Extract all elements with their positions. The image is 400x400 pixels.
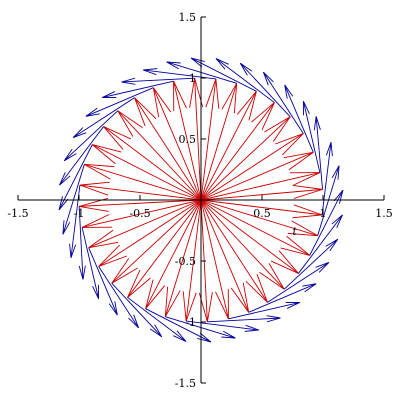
tangent-vector: [267, 262, 330, 303]
y-tick-label: -1: [185, 316, 196, 329]
radial-vector: [164, 199, 202, 317]
radial-vectors: [79, 78, 323, 322]
tangent-vector: [69, 185, 81, 258]
radial-vector: [200, 133, 304, 201]
radial-vector: [200, 172, 321, 201]
radial-vector: [200, 83, 238, 201]
radial-vector: [182, 199, 202, 322]
x-ticks: -1.5 -1 -0.5 0.5 1 1.5: [7, 195, 393, 220]
tangent-vector: [283, 238, 339, 290]
tangent-vector: [102, 80, 174, 99]
tangent-vector: [239, 62, 291, 118]
radial-vector: [200, 116, 291, 201]
tangent-vector: [186, 320, 259, 332]
tangent-vector: [248, 283, 317, 313]
tangent-vector: [309, 189, 344, 256]
tangent-vector: [58, 144, 93, 211]
y-tick-label: 1.5: [179, 11, 197, 24]
radial-vector: [200, 199, 250, 313]
tangent-vector: [127, 297, 187, 342]
radial-vector: [200, 199, 299, 274]
tangent-vectors: [58, 57, 344, 343]
radial-vector: [134, 97, 202, 201]
radial-vector: [103, 126, 202, 201]
tangent-vector: [62, 164, 85, 235]
tangent-vector: [72, 97, 135, 138]
radial-vector: [200, 199, 310, 256]
radial-vector: [200, 199, 268, 303]
tangent-vector: [298, 214, 343, 274]
tangent-vector: [63, 110, 119, 162]
tangent-vector: [88, 247, 118, 316]
tangent-vector: [263, 71, 304, 134]
radial-vector: [92, 144, 202, 201]
tangent-vector: [228, 301, 300, 320]
tangent-vector: [190, 57, 257, 92]
radial-vector: [200, 151, 314, 201]
tangent-vector: [317, 165, 340, 236]
tangent-vector: [321, 142, 333, 215]
radial-vector: [127, 199, 202, 298]
radial-vector: [200, 102, 275, 201]
tangent-vector: [98, 266, 139, 329]
radial-vector: [200, 78, 220, 201]
tangent-vector: [85, 87, 154, 117]
y-tick-label: -1.5: [175, 377, 196, 390]
radial-vector: [117, 110, 202, 201]
radial-vector: [81, 199, 202, 228]
radial-vector: [88, 199, 202, 249]
radial-vector: [200, 199, 323, 219]
tangent-vector: [145, 308, 212, 343]
tangent-vector: [284, 84, 314, 153]
x-tick-label: 0.5: [253, 207, 271, 220]
tangent-vector: [166, 61, 237, 84]
x-tick-label: -0.5: [129, 207, 150, 220]
y-ticks: 1.5 1 0.5 -0.5 -1 -1.5: [175, 11, 206, 390]
radial-vector: [79, 181, 202, 201]
tangent-vector: [313, 116, 323, 190]
radial-vector: [98, 199, 202, 267]
tangent-vector: [78, 206, 86, 280]
tangent-vector: [121, 77, 195, 85]
tangent-vector: [59, 126, 104, 186]
radial-vector: [200, 199, 229, 320]
radial-vector: [152, 87, 202, 201]
axes: -1.5 -1 -0.5 0.5 1 1.5 1.5 1 0.5 -0.5 -1 -1.5 t: [7, 11, 392, 390]
tangent-vector: [165, 316, 236, 339]
x-tick-label: 1.5: [375, 207, 393, 220]
radial-vector: [200, 199, 285, 290]
x-tick-label: -1.5: [7, 207, 28, 220]
radial-vector: [200, 91, 257, 201]
x-tick-label: 1: [320, 207, 327, 220]
tangent-vector: [143, 68, 216, 80]
y-tick-label: -0.5: [175, 255, 196, 268]
tangent-vector: [215, 58, 275, 103]
tangent-vector: [302, 101, 321, 173]
radial-vector: [200, 199, 318, 237]
x-axis-label: t: [293, 225, 298, 238]
tangent-vector: [111, 282, 163, 338]
tangent-vector: [207, 315, 281, 323]
radial-vector: [111, 199, 202, 284]
radial-vector: [173, 80, 202, 201]
x-tick-label: -1: [74, 207, 85, 220]
tangent-vector: [81, 227, 100, 299]
radial-vector: [200, 184, 323, 201]
y-tick-label: 0.5: [179, 133, 197, 146]
radial-vector: [84, 163, 202, 201]
radial-vector: [145, 199, 202, 309]
y-tick-label: 1: [189, 72, 196, 85]
